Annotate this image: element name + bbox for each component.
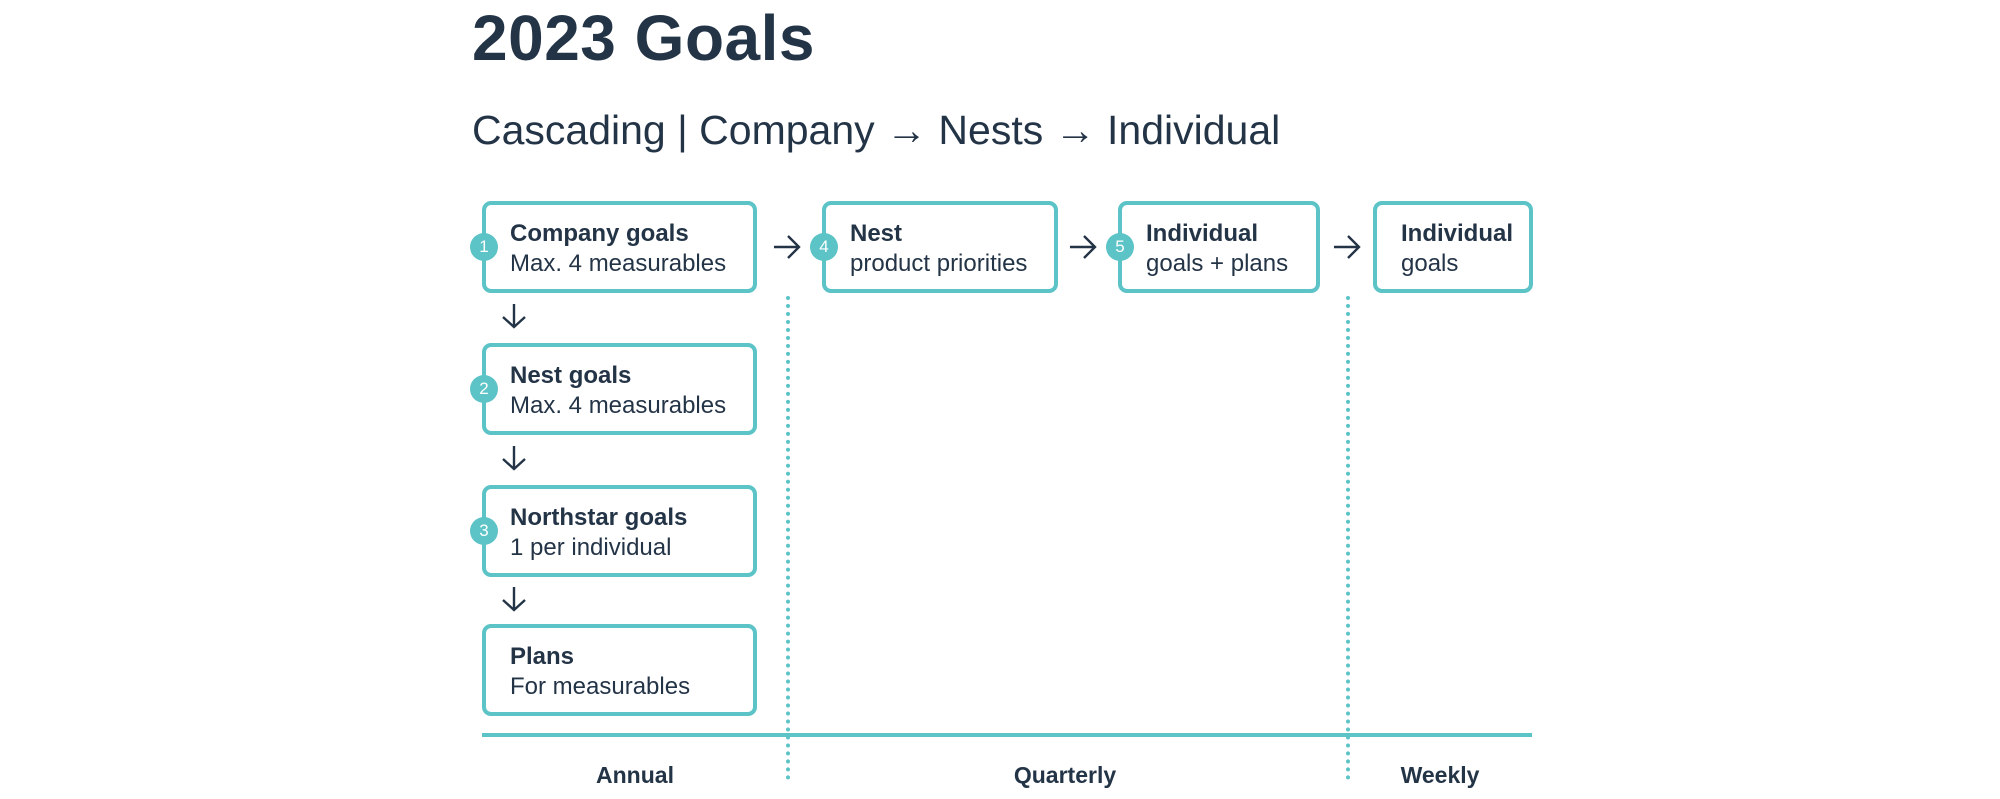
nest-priorities-card: Nest product priorities [822,201,1058,293]
plans-card: Plans For measurables [482,624,757,716]
arrow-right-icon [1070,235,1097,259]
arrow-down-icon [502,587,526,612]
quarterly-label: Quarterly [1013,762,1117,788]
step-4-badge: 4 [810,233,838,261]
step-3-badge: 3 [470,517,498,545]
annual-label: Annual [596,762,674,788]
company-goals-card: Company goals Max. 4 measurables [482,201,757,293]
step-2-badge: 2 [470,375,498,403]
step-5-badge: 5 [1106,233,1134,261]
arrow-down-icon [502,304,526,329]
northstar-goals-card: Northstar goals 1 per individual [482,485,757,577]
step-1-badge: 1 [470,233,498,261]
nest-goals-card: Nest goals Max. 4 measurables [482,343,757,435]
individual-goals-title: Individual [1401,220,1514,247]
individual-plans-title: Individual [1146,220,1259,247]
individual-plans-subtitle: goals + plans [1146,250,1289,277]
page-title: 2023 Goals [472,2,815,74]
plans-subtitle: For measurables [510,673,691,700]
individual-goals-card: Individual goals [1373,201,1533,293]
weekly-label: Weekly [1400,762,1480,788]
annual-quarterly-divider [786,296,790,780]
arrow-right-icon [1334,235,1361,259]
quarterly-weekly-divider [1346,296,1350,780]
nest-goals-title: Nest goals [510,362,632,389]
company-goals-subtitle: Max. 4 measurables [510,250,727,277]
individual-plans-card: Individual goals + plans [1118,201,1320,293]
company-goals-title: Company goals [510,220,689,247]
nest-priorities-subtitle: product priorities [850,250,1028,277]
arrow-right-icon [774,235,801,259]
timeline-axis [482,733,1532,737]
northstar-goals-title: Northstar goals [510,504,688,531]
nest-priorities-title: Nest [850,220,903,247]
arrow-down-icon [502,446,526,471]
northstar-goals-subtitle: 1 per individual [510,534,672,561]
plans-title: Plans [510,643,575,670]
individual-goals-subtitle: goals [1401,250,1459,277]
page-subtitle: Cascading | Company → Nests → Individual [472,107,1281,153]
nest-goals-subtitle: Max. 4 measurables [510,392,727,419]
